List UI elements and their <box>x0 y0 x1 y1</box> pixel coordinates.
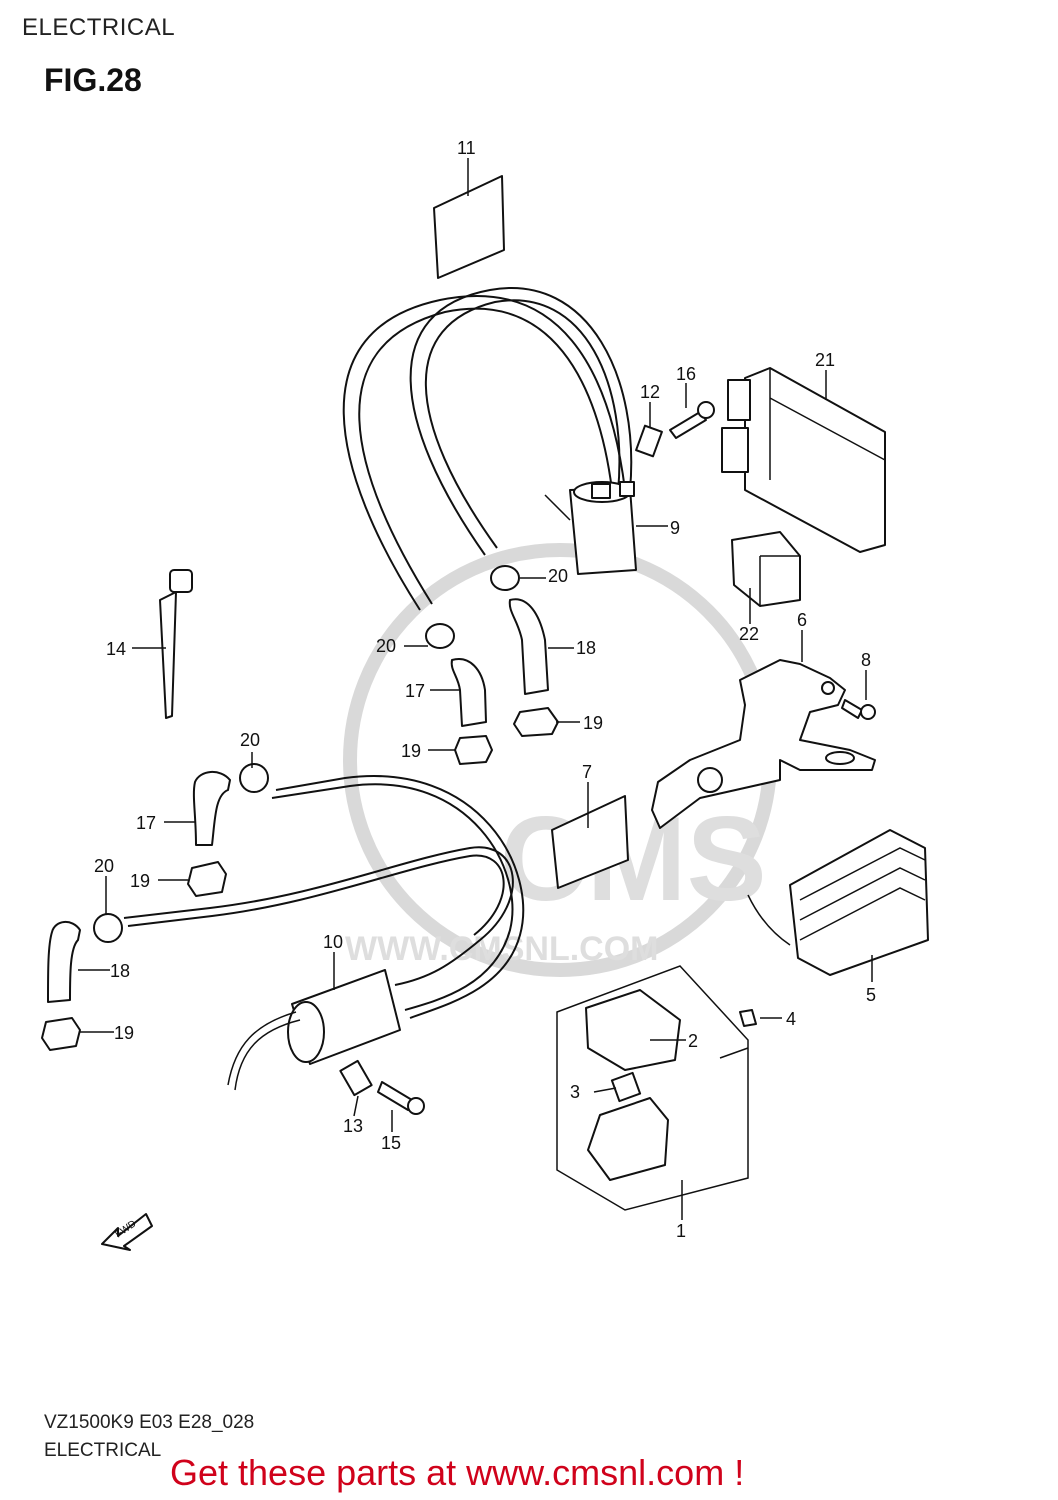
screw-4 <box>739 1009 757 1027</box>
callout-19-lower-2: 19 <box>114 1023 134 1043</box>
fuse-3 <box>610 1071 642 1103</box>
plug-cap-17-upper <box>450 658 487 727</box>
callout-19-upper-left: 19 <box>401 741 421 761</box>
promo-link[interactable]: Get these parts at www.cmsnl.com ! <box>170 1452 745 1493</box>
plug-cap-17-lower <box>192 771 231 846</box>
bolt-16 <box>669 411 707 439</box>
section-title: ELECTRICAL <box>22 14 176 41</box>
cap-20-lower-2 <box>93 913 123 943</box>
callout-20-lower-2: 20 <box>94 856 114 876</box>
fwd-arrow-icon: FWD <box>101 1213 153 1251</box>
watermark-logo: CMS <box>500 792 767 926</box>
ecm-unit-21 <box>744 367 886 553</box>
starter-relay-kit-1 <box>556 965 749 1211</box>
cover-2 <box>585 989 681 1071</box>
callout-13: 13 <box>343 1116 363 1136</box>
cable-tie-14 <box>159 591 177 719</box>
plug-cap-18-lower <box>47 921 81 1003</box>
cap-20-upper-right <box>490 565 520 591</box>
seal-19-lower-1 <box>187 861 227 897</box>
hightension-cord-lower <box>271 783 514 1011</box>
footer-section: ELECTRICAL <box>44 1440 162 1461</box>
callout-5: 5 <box>866 985 876 1005</box>
callout-22: 22 <box>739 624 759 644</box>
seal-19-upper-left <box>454 735 493 765</box>
callout-19-lower-1: 19 <box>130 871 150 891</box>
collar-13 <box>339 1059 373 1097</box>
callout-11: 11 <box>457 138 476 158</box>
callout-10: 10 <box>323 932 343 952</box>
seal-19-lower-2 <box>41 1017 81 1051</box>
callout-20-upper-right: 20 <box>548 566 568 586</box>
relay-22 <box>731 531 801 607</box>
bolt-8 <box>841 699 863 719</box>
callout-12: 12 <box>640 382 660 402</box>
hightension-cord <box>342 294 626 611</box>
callout-18-lower: 18 <box>110 961 130 981</box>
callout-21: 21 <box>815 350 835 370</box>
callout-17-lower: 17 <box>136 813 156 833</box>
callout-20-lower-1: 20 <box>240 730 260 750</box>
regulator-5 <box>789 829 929 976</box>
callout-16: 16 <box>676 364 696 384</box>
callout-14: 14 <box>106 639 126 659</box>
callout-19-upper-right: 19 <box>583 713 603 733</box>
cap-20-upper-left <box>425 623 455 649</box>
seal-19-upper-right <box>513 707 559 737</box>
label-7 <box>551 795 629 889</box>
figure-label: FIG.28 <box>44 62 142 98</box>
collar-12 <box>635 424 663 458</box>
callout-4: 4 <box>786 1009 796 1029</box>
callout-1: 1 <box>676 1221 686 1241</box>
callout-7: 7 <box>582 762 592 782</box>
bolt-15 <box>377 1081 413 1111</box>
callout-20-upper-left: 20 <box>376 636 396 656</box>
model-code: VZ1500K9 E03 E28_028 <box>44 1412 255 1433</box>
starter-relay <box>587 1097 669 1181</box>
callout-18-upper: 18 <box>576 638 596 658</box>
cap-20-lower-1 <box>239 763 269 793</box>
callout-15: 15 <box>381 1133 401 1153</box>
plug-cap-18-upper <box>508 598 549 695</box>
callout-17-upper: 17 <box>405 681 425 701</box>
callout-9: 9 <box>670 518 680 538</box>
callout-6: 6 <box>797 610 807 630</box>
callout-2: 2 <box>688 1031 698 1051</box>
label-card-11 <box>433 175 505 279</box>
callout-8: 8 <box>861 650 871 670</box>
callout-3: 3 <box>570 1082 580 1102</box>
